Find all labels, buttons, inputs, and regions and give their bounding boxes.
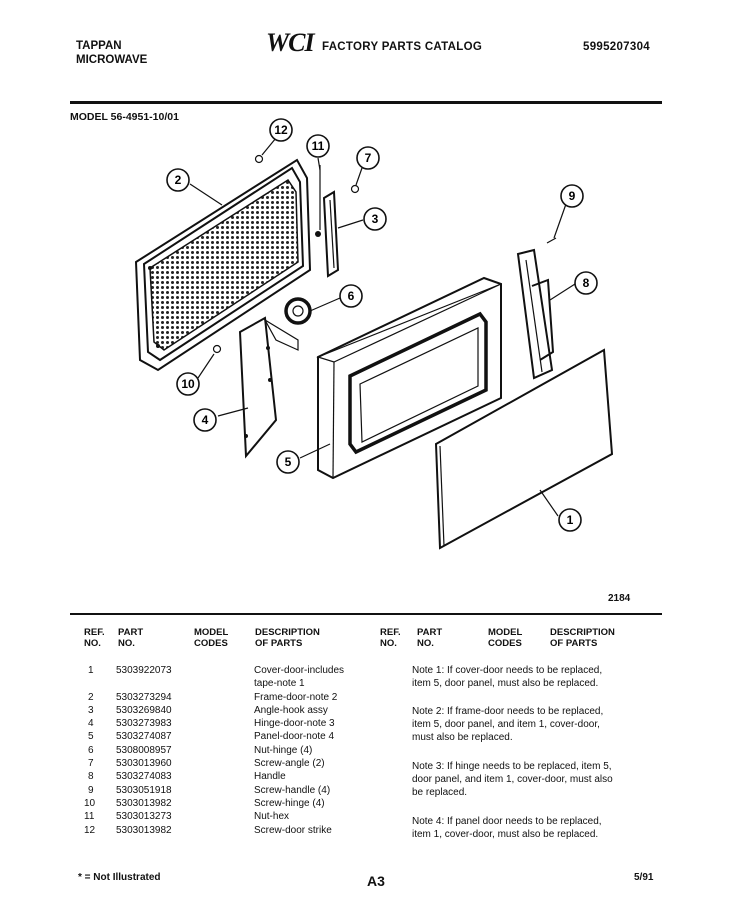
callout-11: 11	[306, 134, 330, 158]
col-header-ref-right: REF.NO.	[380, 627, 401, 649]
leader-lines	[189, 137, 576, 517]
callout-3: 3	[363, 207, 387, 231]
col-header-ref: REF.NO.	[84, 627, 105, 649]
brand-line-2: MICROWAVE	[76, 54, 148, 66]
note-2: Note 2: If frame-door needs to be replac…	[412, 706, 604, 743]
hinge-door-part	[238, 316, 299, 459]
panel-door-part	[316, 276, 502, 480]
callout-5: 5	[276, 450, 300, 474]
screw-part	[212, 154, 557, 354]
callout-9: 9	[560, 184, 584, 208]
page-number: A3	[367, 873, 385, 889]
callout-7: 7	[356, 146, 380, 170]
angle-hook-part	[315, 165, 340, 278]
handle-part	[516, 248, 555, 380]
footer-legend: * = Not Illustrated	[78, 872, 161, 883]
callout-1: 1	[558, 508, 582, 532]
table-top-rule	[70, 613, 662, 615]
header-rule	[70, 101, 662, 104]
table-row: tape-note 1	[254, 678, 305, 690]
svg-text:6: 6	[348, 289, 355, 303]
svg-text:12: 12	[274, 123, 288, 137]
svg-text:1: 1	[567, 513, 574, 527]
brand-line-1: TAPPAN	[76, 40, 122, 52]
callout-6: 6	[339, 284, 363, 308]
exploded-diagram: 1 2 3 4 5 6 7 8 9 10 11 12	[134, 118, 614, 550]
callout-12: 12	[269, 118, 293, 142]
figure-number: 2184	[608, 593, 631, 604]
callout-10: 10	[176, 372, 200, 396]
model-label: MODEL 56-4951-10/01	[70, 111, 179, 123]
note-3: Note 3: If hinge needs to be replaced, i…	[412, 761, 613, 798]
svg-text:3: 3	[372, 212, 379, 226]
svg-text:2: 2	[175, 173, 182, 187]
footer-date: 5/91	[634, 872, 654, 883]
nut-hinge-part	[284, 297, 312, 325]
callout-2: 2	[166, 168, 190, 192]
svg-text:5: 5	[285, 455, 292, 469]
svg-text:10: 10	[181, 377, 195, 391]
frame-door-part	[134, 158, 312, 372]
note-1: Note 1: If cover-door needs to be replac…	[412, 665, 603, 689]
svg-text:9: 9	[569, 189, 576, 203]
svg-text:7: 7	[365, 151, 372, 165]
wci-logo: WCI	[266, 28, 315, 57]
svg-text:4: 4	[202, 413, 209, 427]
callout-8: 8	[574, 271, 598, 295]
cover-door-part	[434, 348, 614, 550]
catalog-number: 5995207304	[583, 41, 650, 53]
note-4: Note 4: If panel door needs to be replac…	[412, 816, 602, 840]
svg-text:11: 11	[312, 139, 325, 153]
svg-text:8: 8	[583, 276, 590, 290]
callout-4: 4	[193, 408, 217, 432]
catalog-title: FACTORY PARTS CATALOG	[322, 41, 483, 53]
